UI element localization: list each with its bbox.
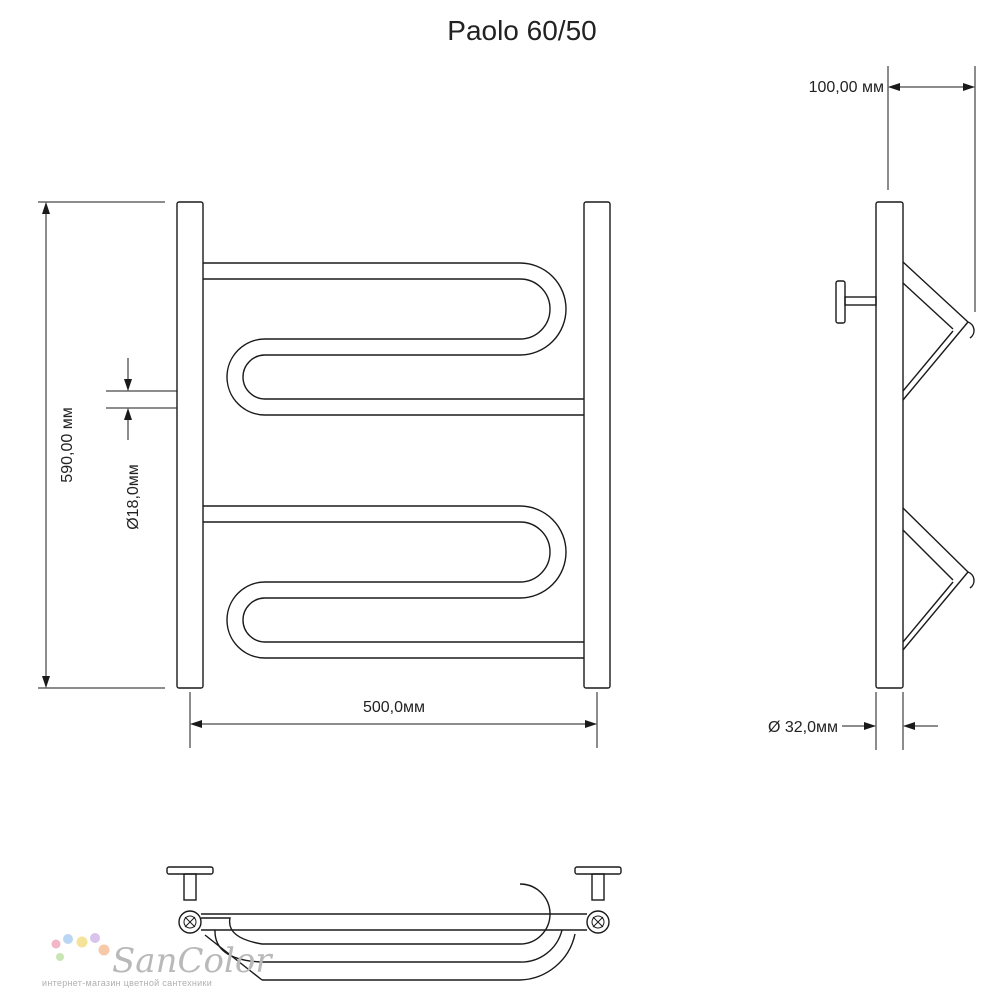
- tube-diameter-label: Ø18,0мм: [125, 464, 142, 530]
- depth-dimension: 100,00 мм: [809, 66, 976, 312]
- left-post: [176, 201, 204, 689]
- front-view: 590,00 мм Ø18,0мм 500,0мм: [38, 201, 611, 748]
- width-dimension: 500,0мм: [189, 692, 598, 748]
- upper-serpentine-tube: [203, 262, 584, 416]
- watermark-brand: SanColor: [112, 941, 273, 981]
- top-view: [166, 866, 622, 981]
- post-diameter-dimension: Ø 32,0мм: [768, 692, 938, 750]
- top-right-mount: [574, 866, 622, 934]
- height-dimension: 590,00 мм: [38, 201, 165, 689]
- top-tube-loop: [201, 883, 551, 945]
- height-label: 590,00 мм: [59, 407, 76, 482]
- drawing-title: Paolo 60/50: [447, 15, 596, 46]
- width-label: 500,0мм: [363, 699, 425, 716]
- lower-serpentine-tube: [203, 505, 584, 659]
- watermark-dots: [51, 933, 110, 961]
- post-diameter-label: Ø 32,0мм: [768, 719, 838, 736]
- side-view: 100,00 мм Ø 32,0мм: [768, 66, 976, 750]
- wall-bracket: [835, 280, 877, 324]
- top-left-mount: [166, 866, 214, 934]
- side-lower-tube: [902, 507, 975, 651]
- side-upper-tube: [902, 261, 975, 401]
- tube-diameter-dimension: Ø18,0мм: [106, 358, 177, 530]
- side-post: [875, 201, 904, 689]
- right-post: [583, 201, 611, 689]
- sancolor-watermark: SanColor интернет-магазин цветной сантех…: [42, 933, 273, 988]
- depth-label: 100,00 мм: [809, 79, 884, 96]
- watermark-tagline: интернет-магазин цветной сантехники: [42, 978, 212, 988]
